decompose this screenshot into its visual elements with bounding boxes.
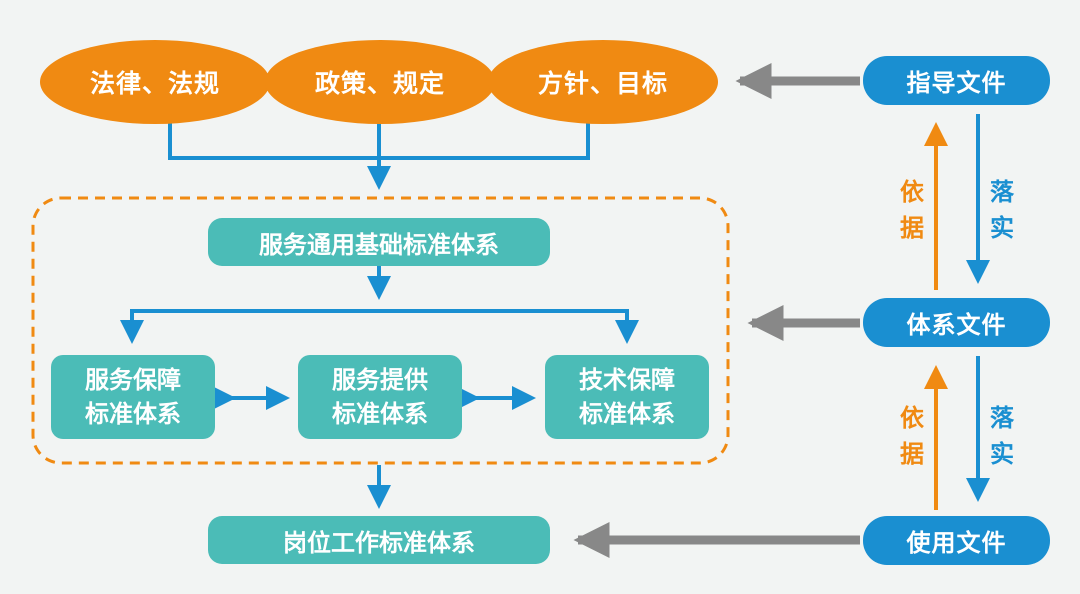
source-policies: 政策、规定	[265, 40, 495, 124]
service-provision-line2: 标准体系	[332, 400, 428, 428]
service-provision-line1: 服务提供	[332, 366, 428, 394]
implement-char-2: 实	[990, 214, 1014, 242]
guidance-document: 指导文件	[863, 56, 1050, 105]
implement-label-lower: 落 实	[986, 398, 1018, 474]
service-provision-standard-box: 服务提供 标准体系	[298, 355, 462, 439]
job-standard-box: 岗位工作标准体系	[208, 516, 550, 564]
basis-char-1: 依	[900, 178, 924, 206]
tech-support-line1: 技术保障	[579, 366, 675, 394]
service-support-line2: 标准体系	[85, 400, 181, 428]
service-support-standard-box: 服务保障 标准体系	[51, 355, 215, 439]
usage-document: 使用文件	[863, 516, 1050, 565]
foundation-standard-box: 服务通用基础标准体系	[208, 218, 550, 266]
foundation-branch-connector	[120, 266, 639, 344]
basis-char-2: 据	[900, 440, 924, 468]
basis-label-lower: 依 据	[896, 398, 928, 474]
document-pointer-arrows	[573, 63, 860, 558]
implement-char-1: 落	[990, 404, 1014, 432]
tech-support-standard-box: 技术保障 标准体系	[545, 355, 709, 439]
implement-char-1: 落	[990, 178, 1014, 206]
system-document: 体系文件	[863, 298, 1050, 347]
source-laws: 法律、法规	[40, 40, 270, 124]
source-guidelines: 方针、目标	[488, 40, 718, 124]
implement-char-2: 实	[990, 440, 1014, 468]
basis-char-2: 据	[900, 214, 924, 242]
tech-support-line2: 标准体系	[579, 400, 675, 428]
basis-char-1: 依	[900, 404, 924, 432]
sources-merge-connector	[168, 122, 590, 190]
basis-label-upper: 依 据	[896, 172, 928, 248]
implement-label-upper: 落 实	[986, 172, 1018, 248]
service-support-line1: 服务保障	[85, 366, 181, 394]
standard-system-boundary	[31, 196, 730, 465]
